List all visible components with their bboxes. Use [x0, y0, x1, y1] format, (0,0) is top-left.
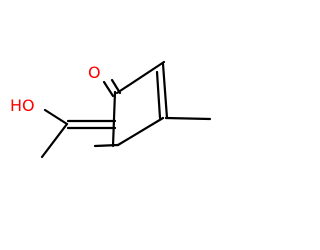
bond-c5-c6 [111, 90, 117, 148]
bond-carbonyl-b [102, 80, 115, 98]
bond-c2-c3-double-b [155, 70, 162, 120]
bond-carbonyl-a [110, 78, 122, 95]
bond-side-methyl [40, 122, 69, 159]
bond-c4-c5 [93, 143, 120, 148]
carbonyl-oxygen-label: O [88, 63, 101, 82]
bond-c3-c4 [116, 116, 165, 147]
bond-side-oh [43, 108, 69, 126]
bond-ring-methyl [164, 116, 212, 121]
bond-c2-c3-double-a [161, 62, 169, 120]
molecule-structure: O HO [10, 60, 212, 159]
bond-c1-c2 [115, 60, 166, 95]
hydroxyl-label: HO [10, 96, 35, 115]
